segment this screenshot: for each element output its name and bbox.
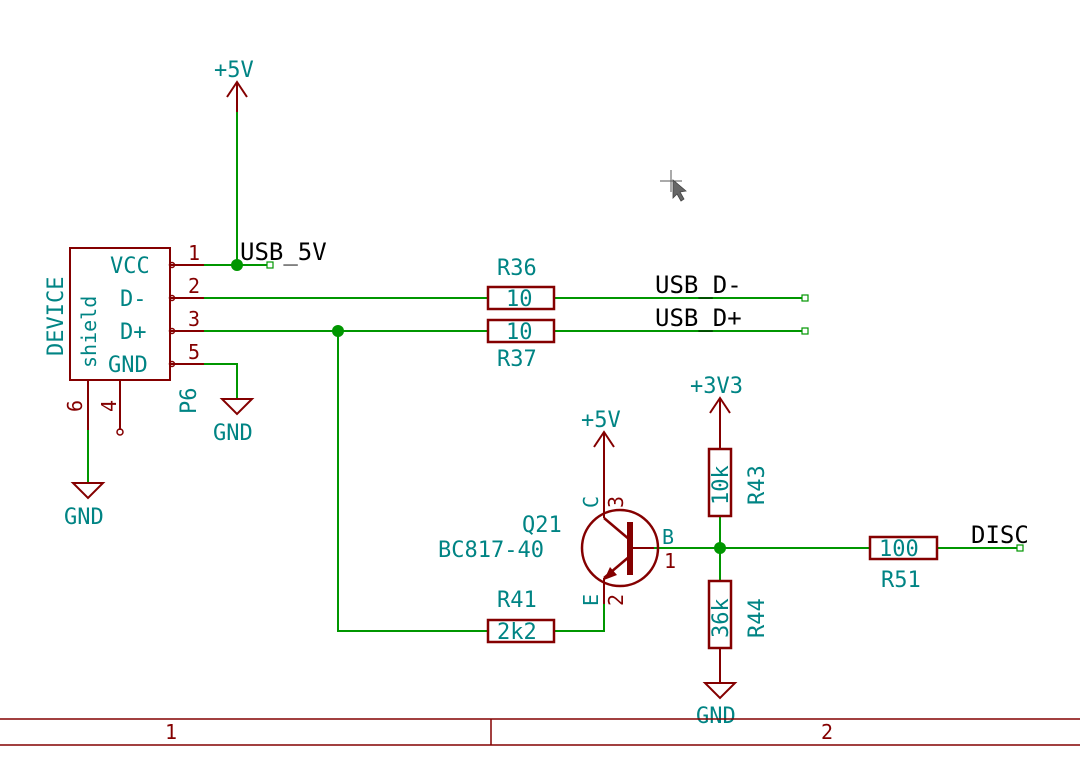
pin2-end	[168, 294, 176, 302]
pin-num-5: 5	[188, 340, 200, 364]
power-label-gnd-connector: GND	[213, 421, 253, 446]
gnd-arrow-down-icon	[219, 398, 255, 416]
pin-num-3: 3	[188, 307, 200, 331]
pwr-arrow-up-icon	[226, 80, 248, 98]
netlabel-disc: DISC	[971, 521, 1029, 549]
power-gnd-shield[interactable]: GND	[64, 482, 106, 530]
netlabel-usbdm: USB_D-	[655, 271, 742, 299]
resistor-value: 10	[506, 287, 533, 312]
power-gnd-connector[interactable]: GND	[213, 398, 255, 446]
pin-name-gnd: GND	[108, 353, 148, 378]
resistor-body	[707, 447, 733, 518]
resistor-ref: R51	[881, 568, 921, 593]
resistor-r36[interactable]: 10 R36	[486, 256, 556, 312]
pin-b-name: B	[662, 525, 674, 549]
junction-usb5v	[231, 259, 243, 271]
resistor-value: 2k2	[497, 620, 537, 645]
resistor-ref: R43	[745, 465, 770, 505]
power-label-5v-transistor: +5V	[581, 408, 621, 433]
pin-name-dm: D-	[120, 287, 147, 312]
frame-col-1: 1	[165, 720, 177, 744]
wire-dp-to-r41	[337, 331, 488, 632]
pin-num-6: 6	[63, 400, 87, 412]
page-frame: 1 2	[0, 718, 1080, 746]
resistor-value: 100	[879, 537, 919, 562]
resistor-ref: R37	[497, 347, 537, 372]
netlabel-end-disc	[1016, 544, 1024, 552]
gnd-arrow-down-icon	[70, 482, 106, 500]
junction-base	[714, 542, 726, 554]
resistor-body	[868, 535, 939, 561]
netlabel-usbdp: USB_D+	[655, 304, 742, 332]
transistor-ref: Q21	[522, 513, 562, 538]
connector-value: DEVICE	[44, 277, 69, 356]
pin-num-4: 4	[97, 400, 121, 412]
netlabel-end-usbdp	[801, 327, 809, 335]
pin-num-2: 2	[188, 274, 200, 298]
power-label-gnd-r44: GND	[696, 704, 736, 729]
pin-e-num: 2	[604, 594, 628, 606]
connector-p6[interactable]: VCC D- D+ GND 1 2 3 5 6 4 DEVICE shield …	[44, 241, 204, 436]
emitter-arrow-icon	[604, 567, 617, 580]
resistor-r41[interactable]: 2k2 R41	[486, 588, 556, 645]
connector-ref: P6	[177, 388, 202, 415]
pin4-noconnect	[116, 428, 124, 436]
power-label-gnd-shield: GND	[64, 505, 104, 530]
wire-gnd-pin5	[204, 363, 238, 398]
resistor-body	[486, 285, 556, 311]
power-label-3v3: +3V3	[690, 374, 743, 399]
pin1-end	[168, 261, 176, 269]
gnd-arrow-down-icon	[702, 682, 738, 700]
pwr-arrow-up-icon	[593, 430, 615, 448]
pin-e-name: E	[579, 594, 603, 606]
resistor-r51[interactable]: 100 R51	[868, 535, 939, 593]
pin-num-1: 1	[188, 241, 200, 265]
pwr-arrow-up-icon	[709, 396, 731, 414]
pin5-end	[168, 360, 176, 368]
pin-name-dp: D+	[120, 320, 147, 345]
pin-b-num: 1	[664, 549, 676, 573]
resistor-body	[486, 318, 556, 344]
pin-name-vcc: VCC	[110, 254, 150, 279]
wire-r41-to-emitter	[554, 604, 605, 632]
pin-c-name: C	[579, 496, 603, 508]
resistor-body	[486, 618, 556, 644]
pin-c-num: 3	[604, 496, 628, 508]
power-label-5v-top: +5V	[214, 58, 254, 83]
transistor-body	[580, 508, 660, 588]
transistor-q21[interactable]: C 3 E 2 B 1 Q21 BC817-40	[438, 490, 676, 606]
resistor-r43[interactable]: 10k R43	[707, 447, 770, 518]
resistor-value: 10k	[709, 465, 734, 505]
pin3-end	[168, 327, 176, 335]
netlabel-end-usb5v	[266, 261, 274, 269]
resistor-ref: R36	[497, 256, 537, 281]
transistor-value: BC817-40	[438, 538, 544, 563]
resistor-r37[interactable]: 10 R37	[486, 318, 556, 372]
resistor-body	[707, 579, 733, 650]
power-3v3[interactable]: +3V3	[690, 374, 743, 449]
resistor-value: 36k	[709, 598, 734, 638]
resistor-ref: R44	[745, 598, 770, 638]
frame-col-2: 2	[821, 720, 833, 744]
resistor-value: 10	[506, 320, 533, 345]
transistor-collector	[603, 517, 631, 541]
netlabel-usb5v: USB_5V	[240, 238, 327, 266]
connector-shield-label: shield	[77, 296, 101, 368]
resistor-ref: R41	[497, 588, 537, 613]
power-5v-transistor[interactable]: +5V	[581, 408, 621, 490]
resistor-r44[interactable]: 36k R44	[707, 579, 770, 650]
junction-dp	[332, 325, 344, 337]
netlabel-end-usbdm	[801, 294, 809, 302]
power-gnd-r44[interactable]: GND	[696, 648, 738, 729]
cursor-icon	[660, 170, 687, 202]
power-5v-top[interactable]: +5V	[214, 58, 254, 112]
